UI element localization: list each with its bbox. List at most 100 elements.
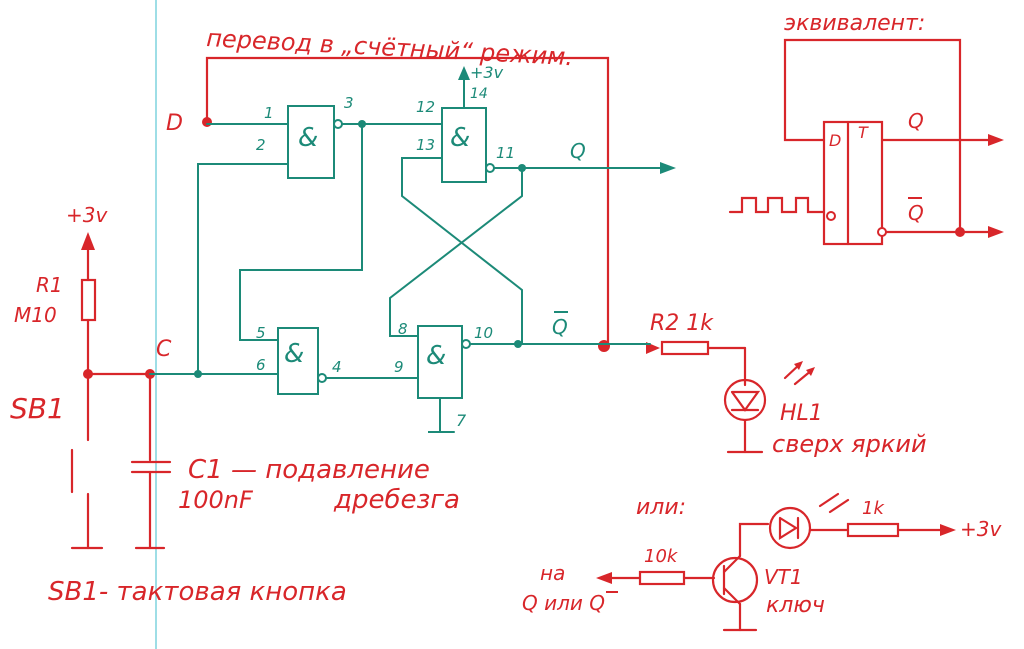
gate-3-box: [277, 327, 319, 395]
label-q: Q: [570, 139, 586, 163]
gate-2-pin-in-a: 12: [416, 98, 435, 116]
label-na: на: [540, 561, 565, 585]
gate-4: & 8 9 10: [394, 320, 493, 376]
eq-qbar-arrow: [988, 226, 1004, 238]
label-r10k: 10k: [644, 546, 679, 567]
label-q-or-qbar: Q или Q: [522, 591, 605, 615]
gate-1-pin-out: 3: [344, 94, 354, 112]
gate-4-pin-in-b: 9: [394, 358, 404, 376]
plus3v-right-arrow: [940, 524, 956, 536]
red-wiring: [70, 38, 1002, 632]
label-hl1: HL1: [780, 401, 823, 426]
eq-loop: [783, 38, 962, 234]
label-c1-value: 100nF: [178, 486, 254, 514]
label-sb1: SB1: [10, 392, 65, 425]
teal-nodes: [194, 66, 676, 378]
label-plus3v-top: +3v: [470, 63, 504, 82]
wire-pin8-cross: [389, 167, 523, 337]
label-c1: C1 — подавление: [188, 455, 430, 485]
label-hl1-desc: сверх яркий: [772, 430, 927, 458]
gate-3-pin-in-b: 6: [256, 356, 266, 374]
gate-3-symbol: &: [284, 339, 304, 369]
eq-trigger-box: [822, 120, 884, 246]
to-q-arrow: [596, 572, 612, 584]
plus3v-top-arrow: [458, 66, 470, 80]
node-pin10: [514, 340, 522, 348]
vt1-transistor-body: [711, 556, 759, 604]
led2-body: [768, 506, 812, 550]
label-eq-q: Q: [908, 109, 924, 133]
eq-clock-bubble: [826, 211, 836, 221]
gate-3-bubble: [317, 373, 327, 383]
label-d: D: [166, 111, 183, 136]
label-c: C: [156, 337, 172, 362]
title-equivalent: эквивалент:: [784, 11, 925, 36]
eq-square-wave: [728, 196, 826, 214]
eq-q-arrow: [988, 134, 1004, 146]
r1-body: [80, 278, 97, 322]
label-pin14: 14: [470, 86, 488, 102]
gate-1: & 1 2 3: [256, 94, 354, 154]
wire-pin2-c: [197, 163, 289, 375]
label-c1-desc: дребезга: [333, 485, 460, 515]
gate-1-pin-in-b: 2: [256, 136, 266, 154]
gate-4-pin-out: 10: [474, 324, 493, 342]
label-pin7: 7: [456, 411, 467, 430]
led2-ray-2: [828, 498, 850, 514]
wire-pin13-cross: [401, 157, 523, 345]
node-pin3: [358, 120, 366, 128]
node-eq: [955, 227, 965, 237]
gate-4-bubble: [461, 339, 471, 349]
label-r2: R2 1k: [650, 311, 714, 336]
wire-7: [428, 397, 455, 433]
gate-4-pin-in-a: 8: [398, 320, 408, 338]
gate-2: & 12 13 11: [416, 98, 515, 162]
label-eq-d: D: [829, 131, 841, 150]
node-supply: [83, 369, 93, 379]
r1k-body: [846, 522, 900, 538]
node-pin11: [518, 164, 526, 172]
collector-wire: [738, 522, 770, 558]
plus3v-left-arrow: [81, 232, 95, 250]
vt1-emitter: [722, 586, 742, 606]
label-sb1-note: SB1- тактовая кнопка: [48, 577, 347, 607]
label-vt1: VT1: [764, 565, 803, 589]
title-counting-mode: перевод в „счётный“ режим.: [206, 24, 574, 71]
counting-mode-loop: [205, 56, 610, 348]
label-eq-qbar: Q: [908, 201, 924, 225]
q-output-arrow: [660, 162, 676, 174]
label-plus3v-left: +3v: [66, 203, 108, 227]
label-plus3v-right: +3v: [960, 517, 1002, 541]
r2-body: [660, 340, 710, 356]
gate-2-pin-out: 11: [496, 144, 515, 162]
node-out: [598, 340, 610, 352]
red-arrows: [81, 134, 1004, 584]
gate-1-pin-in-a: 1: [264, 104, 274, 122]
led-ray-arrow-1: [794, 361, 803, 370]
label-eq-t: T: [858, 123, 869, 142]
led2-triangle: [778, 516, 799, 540]
label-r1-value: M10: [14, 303, 57, 327]
led2-ray-1: [818, 492, 840, 508]
node-c-left: [194, 370, 202, 378]
gate-1-symbol: &: [298, 123, 318, 153]
wire-pin3-down: [239, 123, 363, 341]
teal-logic: [149, 71, 673, 433]
label-r1k: 1k: [862, 498, 885, 519]
label-klyuch: ключ: [766, 593, 825, 618]
hl1-led-triangle: [730, 390, 761, 412]
gate-3-pin-in-a: 5: [256, 324, 266, 342]
vt1-collector: [722, 554, 742, 574]
gate-3-pin-out: 4: [332, 358, 342, 376]
label-r1: R1: [36, 273, 63, 297]
gate-1-bubble: [333, 119, 343, 129]
label-qbar: Q: [552, 315, 568, 339]
gate-3: & 5 6 4: [256, 324, 342, 376]
gate-2-pin-in-b: 13: [416, 136, 435, 154]
gate-2-bubble: [485, 163, 495, 173]
label-ili: или:: [636, 495, 686, 520]
gate-2-symbol: &: [450, 123, 470, 153]
led-ray-arrow-2: [806, 367, 815, 376]
eq-qbar-bubble: [877, 227, 887, 237]
